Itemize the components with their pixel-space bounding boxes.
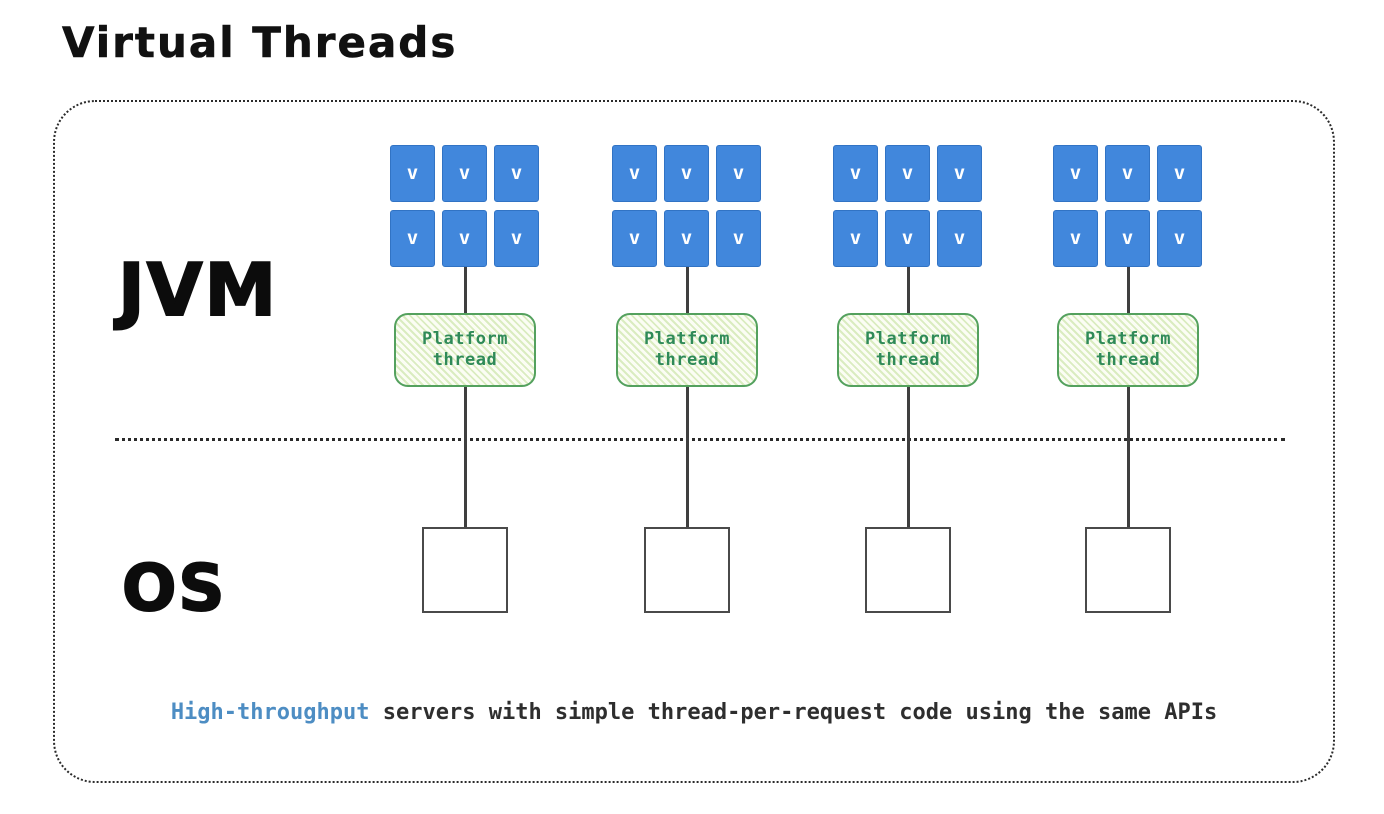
virtual-thread-label: v: [953, 162, 966, 184]
virtual-thread-box: v: [612, 210, 657, 267]
platform-thread-label-line2: thread: [1095, 350, 1161, 370]
virtual-thread-label: v: [1069, 227, 1082, 249]
virtual-thread-label: v: [628, 162, 641, 184]
virtual-thread-label: v: [1121, 162, 1134, 184]
virtual-thread-box: v: [390, 145, 435, 202]
virtual-thread-label: v: [510, 162, 523, 184]
connector-virtual-to-platform: [906, 265, 910, 315]
connector-platform-to-os: [685, 385, 689, 529]
platform-thread-box: Platform thread: [837, 313, 979, 387]
virtual-thread-label: v: [680, 162, 693, 184]
virtual-thread-label: v: [901, 162, 914, 184]
virtual-thread-box: v: [390, 210, 435, 267]
virtual-thread-box: v: [442, 145, 487, 202]
thread-group-2: v v v v v v Platform thread: [612, 145, 762, 615]
virtual-thread-label: v: [406, 162, 419, 184]
platform-thread-label-line2: thread: [432, 350, 498, 370]
connector-virtual-to-platform: [1126, 265, 1130, 315]
virtual-thread-box: v: [494, 145, 539, 202]
caption-highlight: High-throughput: [170, 700, 370, 725]
virtual-thread-box: v: [937, 145, 982, 202]
platform-thread-box: Platform thread: [616, 313, 758, 387]
platform-thread-label-line1: Platform: [644, 328, 730, 349]
virtual-thread-box: v: [716, 210, 761, 267]
virtual-thread-label: v: [628, 227, 641, 249]
virtual-thread-grid: v v v v v v: [1053, 145, 1202, 267]
virtual-thread-box: v: [494, 210, 539, 267]
connector-platform-to-os: [463, 385, 467, 529]
virtual-thread-box: v: [1053, 145, 1098, 202]
virtual-thread-label: v: [458, 227, 471, 249]
virtual-thread-box: v: [1105, 145, 1150, 202]
os-thread-box: [644, 527, 730, 613]
diagram-title: Virtual Threads: [62, 18, 458, 68]
virtual-thread-box: v: [833, 145, 878, 202]
virtual-thread-box: v: [885, 145, 930, 202]
virtual-thread-box: v: [1157, 145, 1202, 202]
virtual-thread-box: v: [664, 210, 709, 267]
connector-platform-to-os: [1126, 385, 1130, 529]
connector-virtual-to-platform: [463, 265, 467, 315]
virtual-thread-box: v: [1105, 210, 1150, 267]
virtual-thread-label: v: [680, 227, 693, 249]
virtual-thread-box: v: [1053, 210, 1098, 267]
virtual-thread-box: v: [612, 145, 657, 202]
virtual-thread-box: v: [833, 210, 878, 267]
os-thread-box: [1085, 527, 1171, 613]
thread-group-4: v v v v v v Platform thread: [1053, 145, 1203, 615]
virtual-thread-label: v: [732, 227, 745, 249]
virtual-thread-grid: v v v v v v: [612, 145, 761, 267]
connector-platform-to-os: [906, 385, 910, 529]
virtual-thread-label: v: [510, 227, 523, 249]
virtual-thread-label: v: [849, 227, 862, 249]
virtual-thread-grid: v v v v v v: [833, 145, 982, 267]
caption-rest: servers with simple thread-per-request c…: [369, 700, 1218, 725]
platform-thread-label-line1: Platform: [1085, 328, 1171, 349]
jvm-label: JVM: [117, 247, 279, 333]
virtual-thread-box: v: [1157, 210, 1202, 267]
virtual-thread-box: v: [716, 145, 761, 202]
jvm-os-divider: [115, 438, 1285, 441]
os-label: OS: [121, 551, 227, 627]
platform-thread-box: Platform thread: [394, 313, 536, 387]
virtual-thread-box: v: [442, 210, 487, 267]
caption: High-throughput servers with simple thre…: [53, 700, 1335, 725]
virtual-thread-label: v: [901, 227, 914, 249]
virtual-thread-label: v: [1173, 227, 1186, 249]
virtual-thread-box: v: [937, 210, 982, 267]
virtual-thread-grid: v v v v v v: [390, 145, 539, 267]
platform-thread-label-line1: Platform: [865, 328, 951, 349]
runtime-boundary-box: [53, 100, 1335, 783]
platform-thread-label-line1: Platform: [422, 328, 508, 349]
virtual-thread-label: v: [458, 162, 471, 184]
virtual-thread-label: v: [1121, 227, 1134, 249]
platform-thread-label-line2: thread: [654, 350, 720, 370]
virtual-thread-box: v: [664, 145, 709, 202]
os-thread-box: [865, 527, 951, 613]
platform-thread-label-line2: thread: [875, 350, 941, 370]
thread-group-1: v v v v v v Platform thread: [390, 145, 540, 615]
virtual-thread-label: v: [406, 227, 419, 249]
virtual-thread-box: v: [885, 210, 930, 267]
virtual-thread-label: v: [953, 227, 966, 249]
virtual-thread-label: v: [849, 162, 862, 184]
thread-group-3: v v v v v v Platform thread: [833, 145, 983, 615]
virtual-thread-label: v: [1069, 162, 1082, 184]
connector-virtual-to-platform: [685, 265, 689, 315]
platform-thread-box: Platform thread: [1057, 313, 1199, 387]
virtual-thread-label: v: [732, 162, 745, 184]
os-thread-box: [422, 527, 508, 613]
virtual-thread-label: v: [1173, 162, 1186, 184]
